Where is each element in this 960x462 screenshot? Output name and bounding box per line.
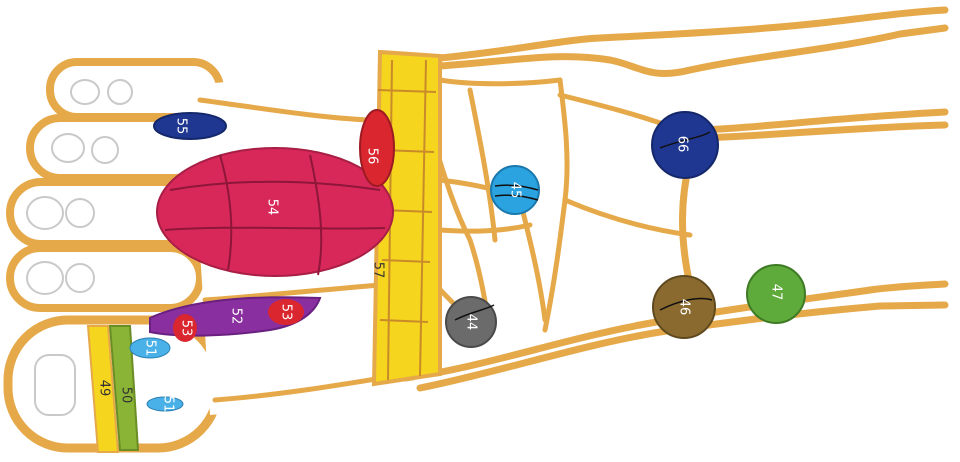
label-56: 56 (365, 148, 380, 165)
label-44: 44 (464, 314, 479, 331)
label-46: 46 (677, 299, 692, 316)
label-57: 57 (371, 262, 386, 279)
label-45: 45 (508, 182, 523, 199)
label-52: 52 (229, 308, 244, 325)
label-49: 49 (97, 380, 112, 397)
zone-55 (154, 113, 226, 139)
inner-structure (410, 80, 690, 330)
label-47: 47 (769, 284, 784, 301)
label-53-right: 53 (279, 304, 294, 321)
label-51-bottom: 51 (161, 396, 176, 413)
label-66: 66 (675, 136, 690, 153)
label-50: 50 (119, 387, 134, 404)
label-53-left: 53 (179, 320, 194, 337)
label-51-top: 51 (143, 340, 158, 357)
label-55: 55 (174, 118, 189, 135)
label-54: 54 (265, 199, 280, 216)
